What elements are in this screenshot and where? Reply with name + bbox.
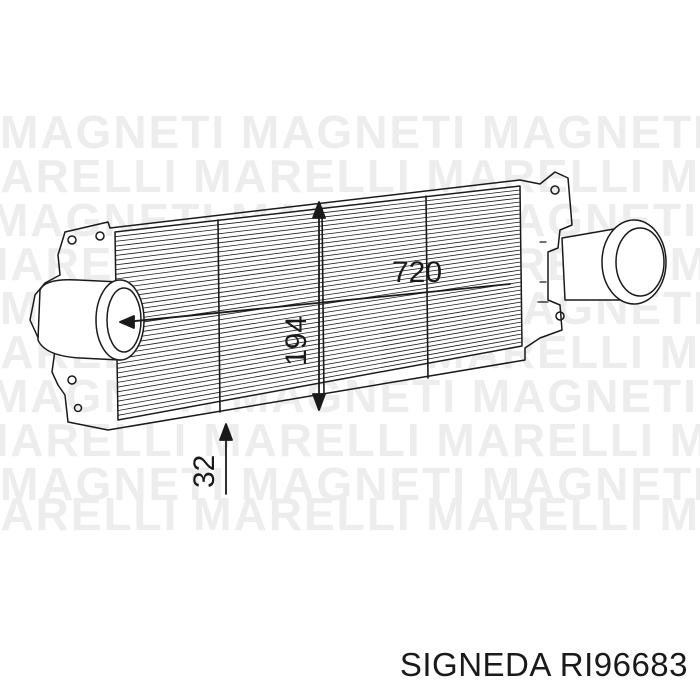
- product-caption: SIGNEDA RI96683: [400, 646, 688, 684]
- brand-name: SIGNEDA: [399, 646, 551, 683]
- fin-line: [114, 197, 521, 247]
- fin-line: [114, 201, 521, 252]
- dimension-length-line: [119, 283, 511, 329]
- watermark-line-1: MAGNETI MAGNETI MAGNETI MAGNETI: [0, 106, 700, 158]
- right-bracket-details: [537, 241, 549, 303]
- right-outlet-pipe: [561, 219, 667, 305]
- dimension-height-label: 194: [280, 316, 313, 366]
- dimension-length-label: 720: [392, 256, 442, 289]
- fin-line: [117, 341, 523, 416]
- dimension-thickness-line: [219, 423, 233, 495]
- fin-line: [115, 217, 521, 271]
- fin-line: [115, 213, 521, 266]
- watermark-line-9: MAGNETI MAGNETI MAGNETI MAGNETI: [0, 458, 700, 510]
- mounting-holes: [67, 185, 565, 413]
- intercooler-frame: [29, 171, 573, 431]
- fin-line: [115, 209, 521, 261]
- left-inlet-pipe: [37, 278, 145, 361]
- watermark-line-10: MARELLI MARELLI MARELLI MARELLI: [0, 488, 700, 540]
- fin-line: [114, 205, 521, 256]
- dimension-thickness-label: 32: [188, 455, 221, 488]
- part-number: RI96683: [559, 646, 688, 683]
- fin-line: [115, 221, 521, 275]
- dimension-height-line: [312, 201, 326, 411]
- watermark-line-2: MARELLI MARELLI MARELLI MARELLI: [0, 150, 700, 202]
- watermark-line-8: MARELLI MARELLI MARELLI MARELLI: [0, 414, 700, 466]
